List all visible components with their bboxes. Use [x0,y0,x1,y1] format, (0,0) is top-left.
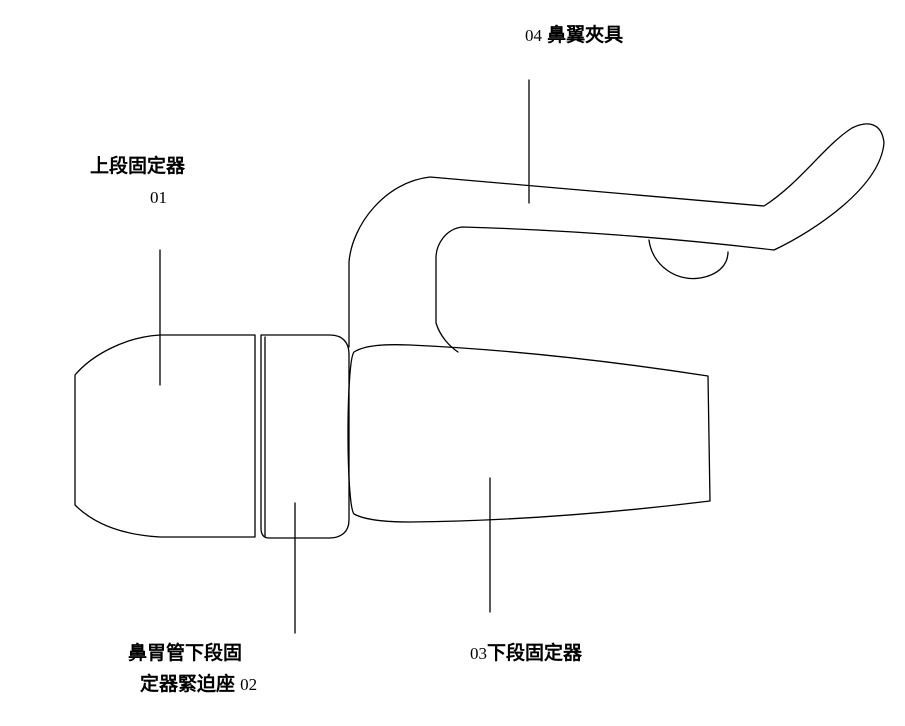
label-03-number: 03 [470,644,487,663]
clip-bump [649,240,728,279]
nasal-wing-clip [349,124,884,352]
label-02-text: 定器緊迫座 [140,673,235,695]
lower-segment-fixer [348,345,710,522]
label-lower-fixer: 03下段固定器 [470,644,582,663]
upper-segment-fixer [75,335,255,537]
label-upper-fixer-text: 上段固定器 [90,157,185,176]
label-03-text: 下段固定器 [487,642,582,664]
label-04-text: 鼻翼夾具 [547,24,623,46]
label-compression-seat-line1: 鼻胃管下段固 [128,644,242,663]
label-04-number: 04 [525,26,542,45]
label-nasal-wing-clip: 04 鼻翼夾具 [525,26,623,45]
compression-seat [261,335,349,538]
label-compression-seat-line2: 定器緊迫座 02 [140,675,257,694]
label-02-number: 02 [240,675,257,694]
label-upper-fixer-number: 01 [150,189,167,206]
